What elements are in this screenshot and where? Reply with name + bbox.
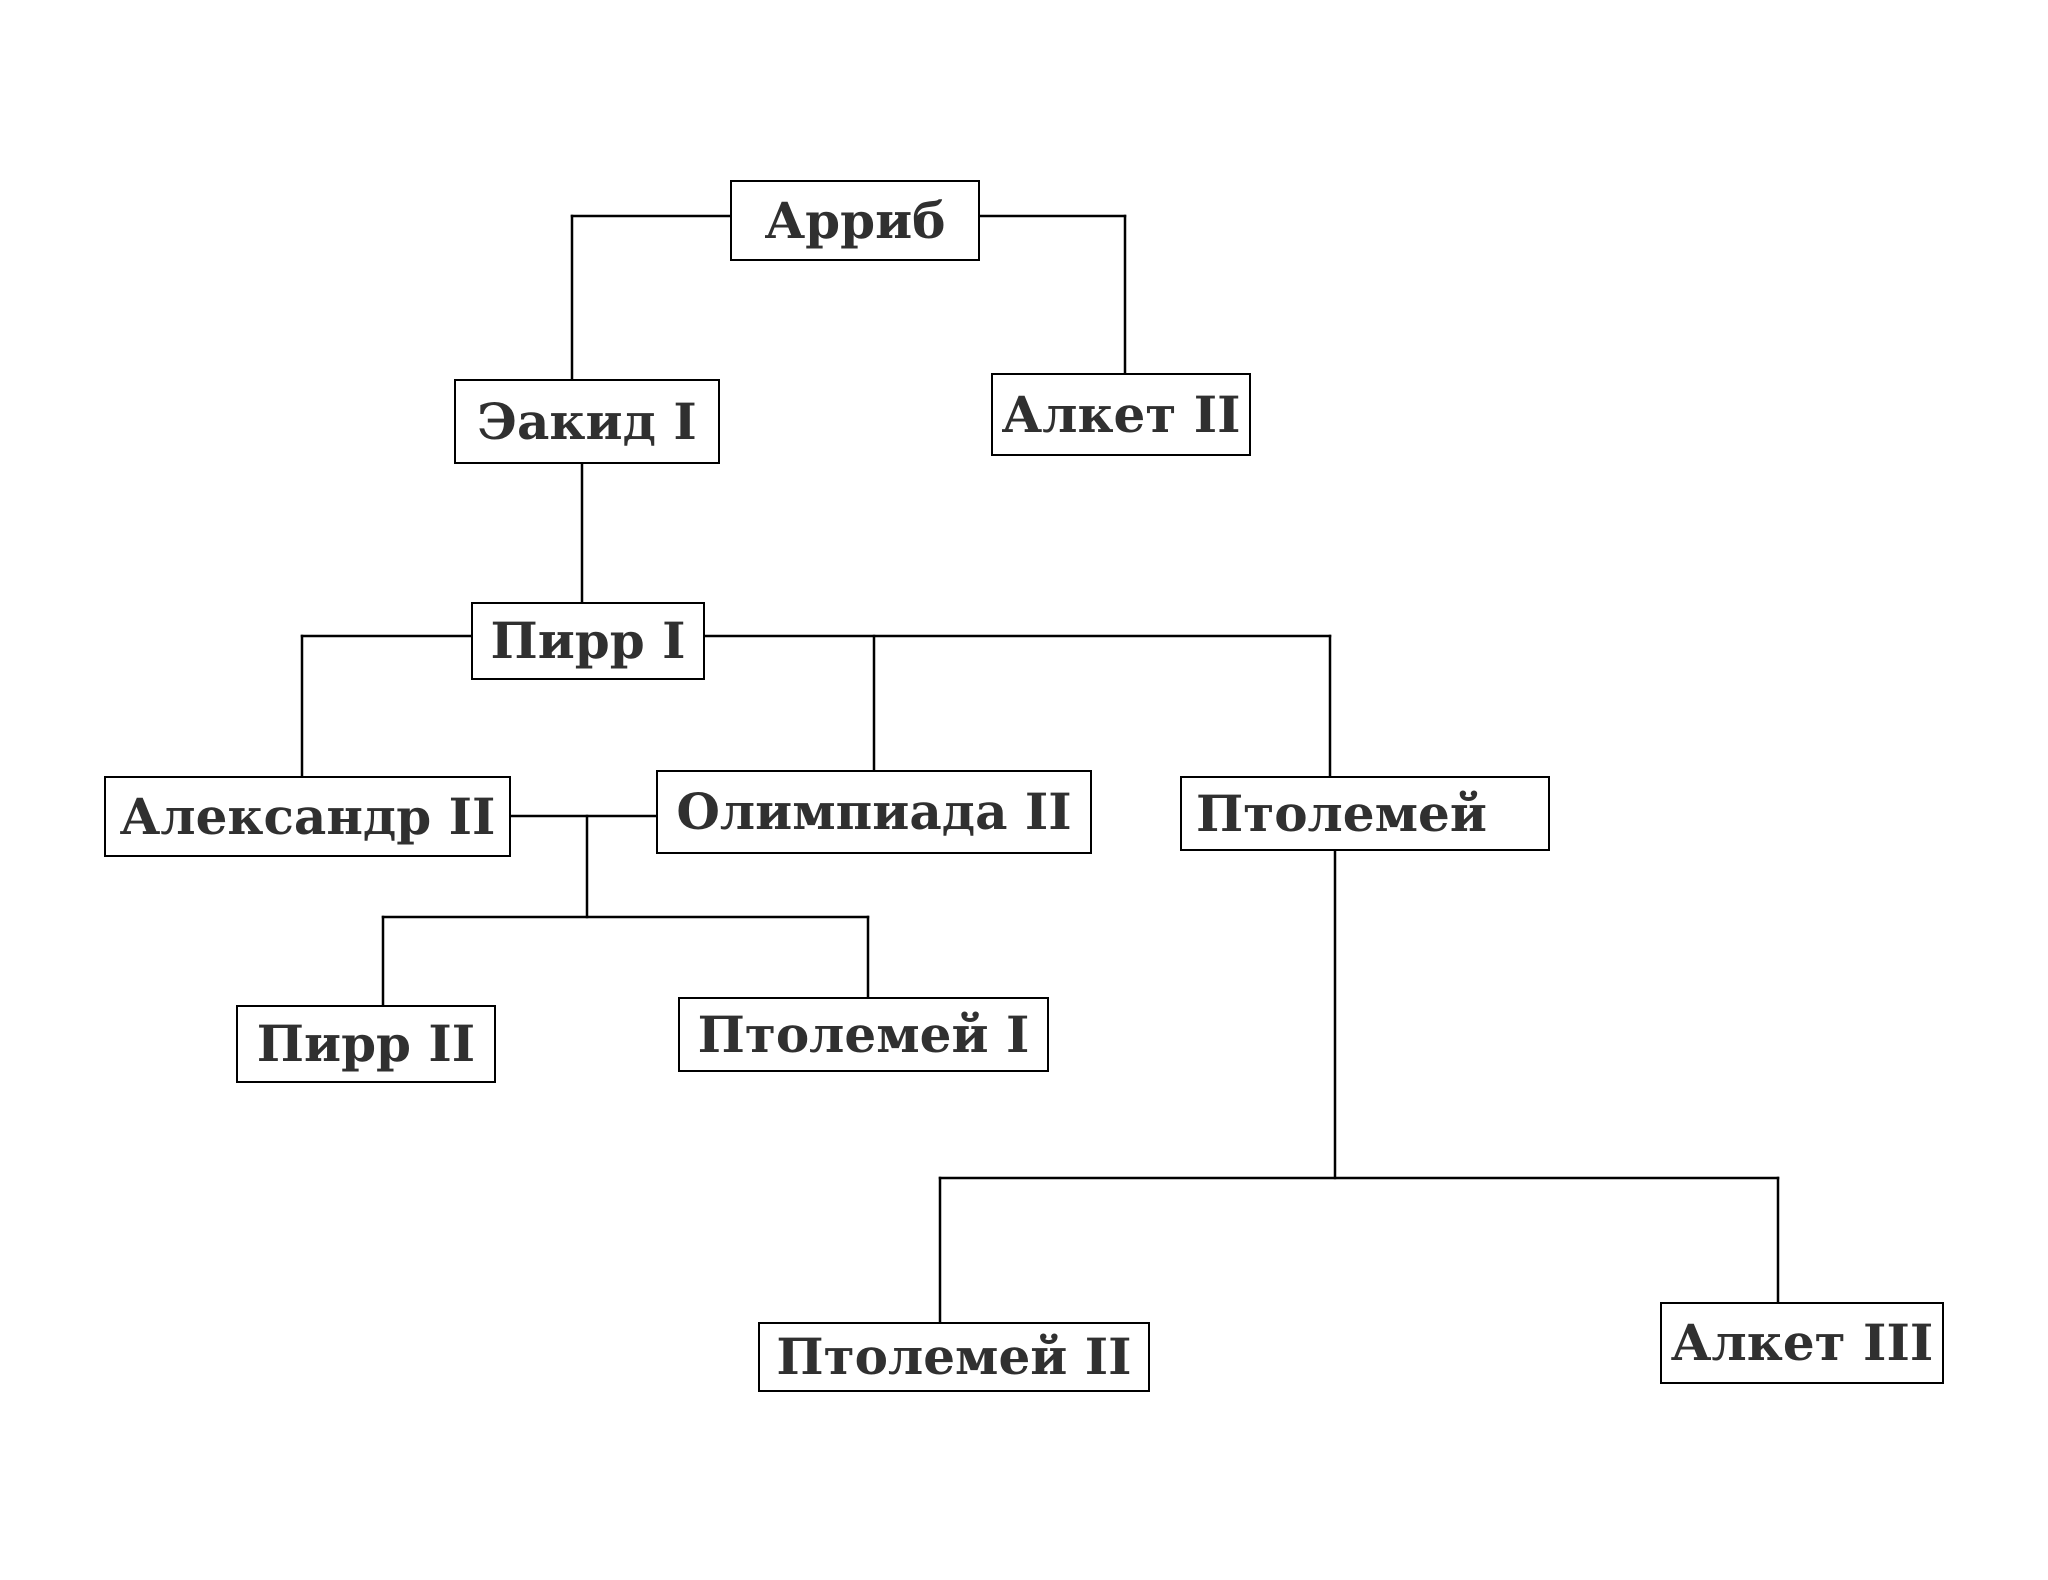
node-olympias-ii: Олимпиада II	[656, 770, 1092, 854]
node-alexander-ii: Александр II	[104, 776, 511, 857]
node-alcetas-iii: Алкет III	[1660, 1302, 1944, 1384]
node-pyrrhus-ii: Пирр II	[236, 1005, 496, 1083]
node-pyrrhus-i: Пирр I	[471, 602, 705, 680]
node-arrib: Арриб	[730, 180, 980, 261]
node-ptolemy-i: Птолемей I	[678, 997, 1049, 1072]
node-alcetas-ii: Алкет II	[991, 373, 1251, 456]
node-ptolemy: Птолемей	[1180, 776, 1550, 851]
node-aeacides-i: Эакид I	[454, 379, 720, 464]
node-ptolemy-ii: Птолемей II	[758, 1322, 1150, 1392]
